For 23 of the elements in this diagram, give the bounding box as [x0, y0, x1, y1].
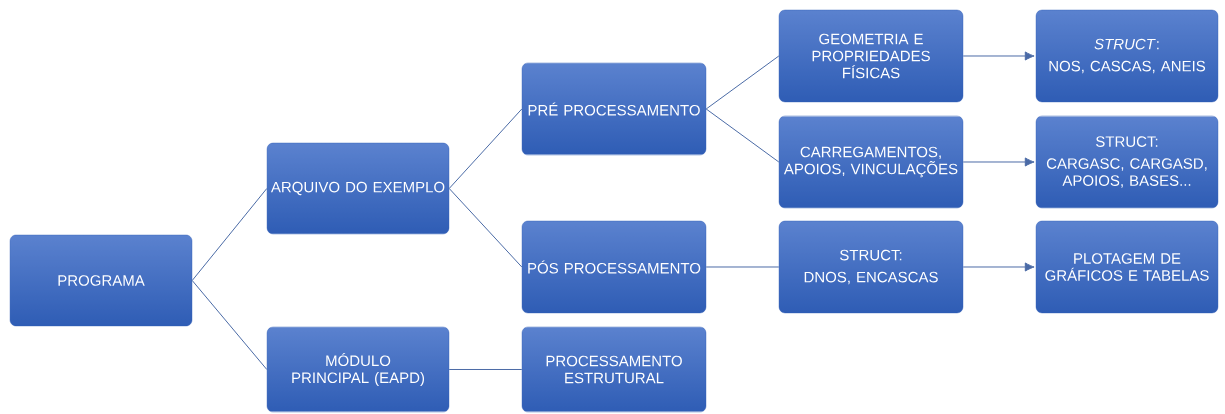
process-box: MÓDULO PRINCIPAL (EAPD): [266, 326, 450, 413]
process-box: ARQUIVO DO EXEMPLO: [266, 142, 450, 235]
connector-line: [705, 108, 780, 163]
process-box: PROGRAMA: [9, 234, 193, 327]
process-box: PROCESSAMENTO ESTRUTURAL: [521, 326, 707, 413]
process-box: PRÉ PROCESSAMENTO: [521, 62, 707, 156]
connector-line: [962, 157, 1035, 167]
connector-line: [962, 262, 1035, 272]
process-box: PLOTAGEM DE GRÁFICOS E TABELAS: [1035, 220, 1219, 314]
connector-line: [962, 51, 1035, 61]
process-box: STRUCT: NOS, CASCAS, ANEIS: [1035, 9, 1219, 103]
connector-line: [705, 266, 780, 268]
connector-line: [448, 188, 523, 268]
process-box: CARREGAMENTOS, APOIOS, VINCULAÇÕES: [778, 115, 964, 209]
connector-line: [191, 188, 268, 281]
connector-line: [448, 108, 523, 189]
connector-line: [191, 280, 268, 370]
process-box: STRUCT: CARGASC, CARGASD, APOIOS, BASES...: [1035, 115, 1219, 209]
connector-line: [705, 55, 780, 110]
process-box: STRUCT: DNOS, ENCASCAS: [778, 220, 964, 314]
connector-line: [448, 369, 523, 370]
process-box: PÓS PROCESSAMENTO: [521, 220, 707, 314]
process-box: GEOMETRIA E PROPRIEDADES FÍSICAS: [778, 9, 964, 103]
